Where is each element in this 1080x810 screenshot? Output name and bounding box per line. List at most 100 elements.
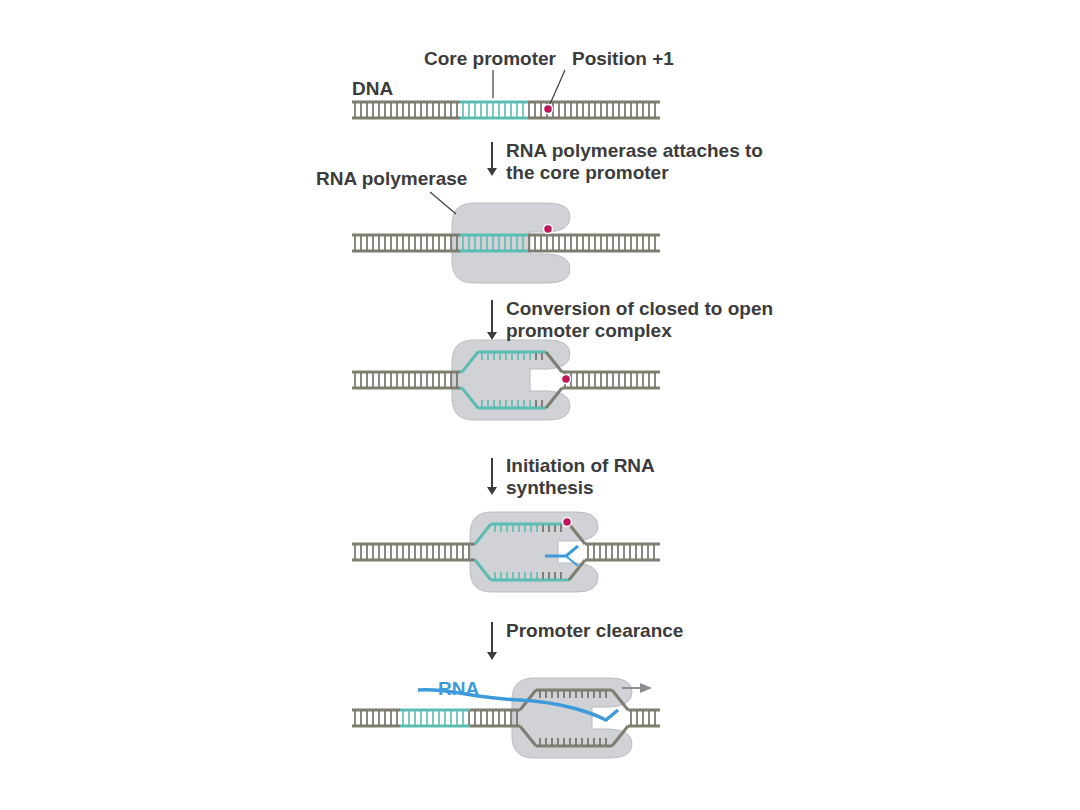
- dna-rung: [587, 691, 589, 698]
- dna-strand: [538, 117, 540, 120]
- dna-rung: [372, 545, 374, 559]
- dna-rung: [558, 236, 560, 250]
- dna-strand: [628, 709, 630, 712]
- dna-strand: [470, 117, 472, 120]
- dna-strand: [590, 371, 592, 374]
- dna-strand: [550, 250, 552, 253]
- dna-strand: [392, 234, 394, 237]
- dna-strand: [604, 234, 606, 237]
- dna-rung: [528, 103, 530, 117]
- dna-strand: [615, 543, 617, 546]
- dna-strand: [482, 709, 484, 712]
- dna-strand: [388, 234, 390, 237]
- dna-strand: [424, 234, 426, 237]
- dna-strand: [464, 559, 466, 562]
- dna-rung: [542, 572, 544, 579]
- dna-strand: [422, 234, 424, 237]
- dna-rung: [512, 572, 514, 579]
- dna-rung: [480, 236, 482, 250]
- dna-strand: [506, 709, 508, 712]
- dna-strand: [458, 559, 460, 562]
- step-label: Initiation of RNA synthesis: [506, 455, 658, 499]
- dna-strand: [416, 101, 418, 104]
- dna-strand: [658, 725, 660, 728]
- dna-strand: [650, 101, 652, 104]
- dna-rung: [360, 103, 362, 117]
- dna-strand: [442, 725, 444, 728]
- dna-strand: [590, 234, 592, 237]
- dna-rung: [481, 353, 483, 360]
- dna-strand: [650, 725, 652, 728]
- dna-strand: [380, 117, 382, 120]
- rna-polymerase: [452, 203, 570, 283]
- dna-strand: [494, 709, 496, 712]
- dna-strand: [380, 543, 382, 546]
- dna-strand: [478, 709, 480, 712]
- dna-strand: [514, 234, 516, 237]
- dna-rung: [432, 545, 434, 559]
- dna-strand: [448, 725, 450, 728]
- dna-strand: [374, 117, 376, 120]
- dna-strand: [514, 101, 516, 104]
- dna-strand: [502, 101, 504, 104]
- dna-strand: [448, 117, 450, 120]
- dna-strand: [638, 371, 640, 374]
- dna-rung: [611, 545, 613, 559]
- dna-rung: [593, 738, 595, 745]
- dna-rung: [551, 691, 553, 698]
- dna-strand: [464, 543, 466, 546]
- dna-strand: [614, 371, 616, 374]
- dna-strand: [412, 543, 414, 546]
- dna-strand: [658, 101, 660, 104]
- dna-rung: [456, 236, 458, 250]
- dna-strand: [442, 101, 444, 104]
- dna-strand: [374, 234, 376, 237]
- dna-strand: [436, 387, 438, 390]
- dna-strand: [352, 725, 354, 728]
- dna-strand: [412, 234, 414, 237]
- dna-strand: [400, 725, 402, 728]
- dna-strand: [598, 101, 600, 104]
- dna-strand: [374, 725, 376, 728]
- dna-strand: [406, 559, 408, 562]
- dna-strand: [434, 709, 436, 712]
- dna-strand: [462, 352, 478, 372]
- dna-strand: [494, 101, 496, 104]
- dna-rung: [587, 738, 589, 745]
- dna-strand: [466, 117, 468, 120]
- dna-strand: [566, 234, 568, 237]
- dna-strand: [476, 234, 478, 237]
- dna-strand: [640, 709, 642, 712]
- dna-strand: [584, 117, 586, 120]
- dna-strand: [386, 543, 388, 546]
- dna-strand: [386, 387, 388, 390]
- dna-rung: [642, 236, 644, 250]
- dna-strand: [546, 352, 562, 372]
- dna-strand: [406, 725, 408, 728]
- dna-strand: [542, 101, 544, 104]
- dna-strand: [412, 117, 414, 120]
- step-arrow: [491, 458, 493, 489]
- dna-strand: [626, 371, 628, 374]
- step-arrowhead: [487, 332, 497, 340]
- dna-strand: [620, 371, 622, 374]
- dna-strand: [380, 387, 382, 390]
- dna-strand: [646, 387, 648, 390]
- dna-rung: [390, 711, 392, 725]
- dna-strand: [454, 725, 456, 728]
- dna-rung: [500, 572, 502, 579]
- dna-rung: [600, 236, 602, 250]
- dna-rung: [432, 373, 434, 387]
- dna-strand: [532, 101, 534, 104]
- dna-rung: [511, 400, 513, 407]
- dna-rung: [354, 545, 356, 559]
- dna-strand: [475, 524, 491, 544]
- dna-strand: [657, 543, 659, 546]
- dna-strand: [472, 543, 474, 546]
- dna-strand: [436, 250, 438, 253]
- dna-strand: [586, 250, 588, 253]
- dna-strand: [394, 387, 396, 390]
- dna-strand: [520, 250, 522, 253]
- dna-strand: [442, 250, 444, 253]
- dna-strand: [382, 559, 384, 562]
